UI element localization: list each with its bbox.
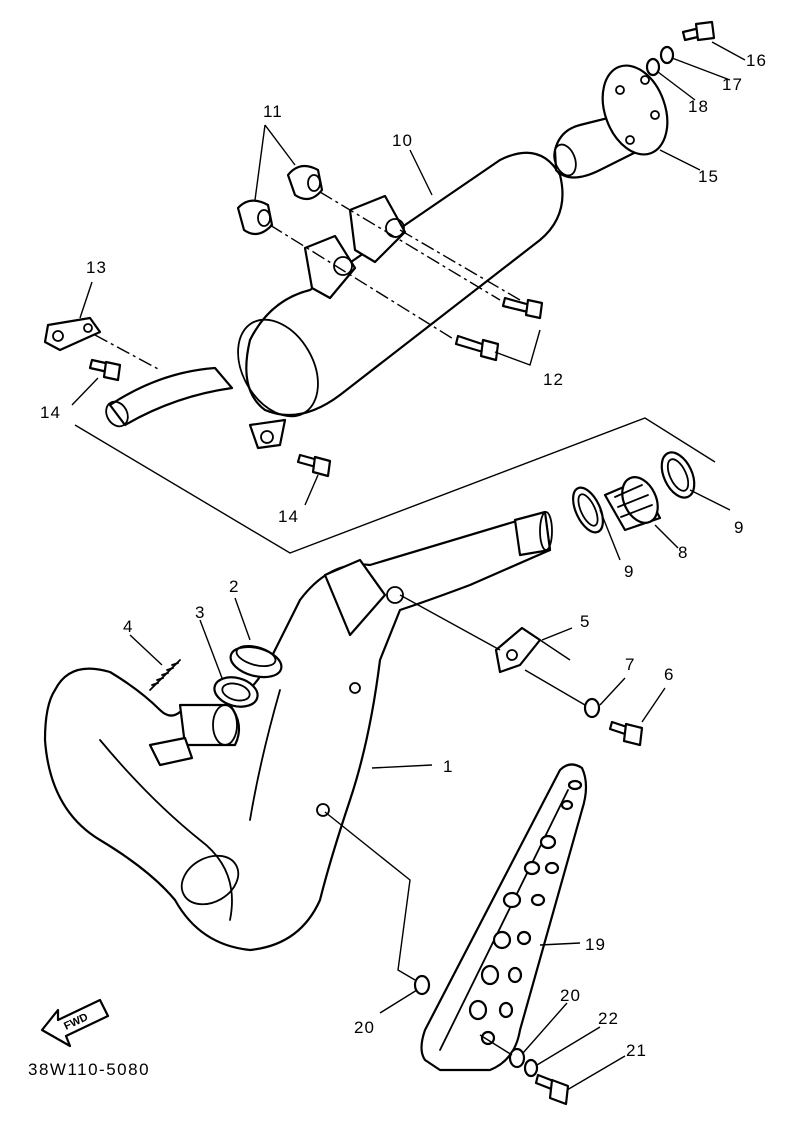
callout-leaders (71, 41, 746, 1091)
washer-7 (583, 697, 601, 719)
callout-labels: 1 2 3 4 5 6 7 8 9 9 10 11 12 13 14 14 15… (40, 51, 767, 1060)
gasket-3 (213, 676, 259, 708)
callout-3: 3 (195, 603, 205, 622)
expansion-chamber (43, 513, 552, 952)
gasket-2 (229, 644, 283, 679)
end-cap-flange (601, 64, 669, 156)
washer-22 (523, 1058, 539, 1078)
diagram-code: 38W110-5080 (28, 1060, 150, 1079)
fwd-arrow-icon: FWD (40, 998, 110, 1048)
silencer-lower-tab (248, 418, 287, 450)
callout-21: 21 (626, 1041, 647, 1060)
callout-18: 18 (688, 97, 709, 116)
bolt-14a (88, 358, 122, 382)
callout-7: 7 (625, 655, 635, 674)
washer-18 (645, 57, 661, 77)
bracket-13 (43, 316, 102, 352)
callout-8: 8 (678, 543, 688, 562)
callout-19: 19 (585, 935, 606, 954)
end-cap-15 (553, 64, 669, 179)
callout-14a: 14 (40, 403, 61, 422)
callout-13: 13 (86, 258, 107, 277)
callout-6: 6 (664, 665, 674, 684)
spring-4 (149, 659, 181, 691)
callout-17: 17 (722, 75, 743, 94)
callout-9a: 9 (624, 562, 634, 581)
pipe-inlet-flange (178, 703, 241, 747)
callout-1: 1 (443, 757, 453, 776)
clamp-9a (572, 486, 604, 534)
exhaust-pipe (43, 510, 553, 952)
callout-22: 22 (598, 1009, 619, 1028)
bolt-14b (296, 453, 332, 478)
callout-20b: 20 (560, 986, 581, 1005)
callout-12: 12 (543, 370, 564, 389)
silencer-assembly (105, 151, 564, 450)
callout-2: 2 (229, 577, 239, 596)
callout-9b: 9 (734, 518, 744, 537)
silencer-bracket-front (303, 234, 357, 300)
bolt-21 (534, 1073, 570, 1106)
bolt-12a (501, 296, 544, 320)
pipe-bracket (323, 558, 387, 637)
silencer-rear-cap (237, 318, 319, 418)
grommet-11a (286, 164, 324, 201)
callout-16: 16 (746, 51, 767, 70)
bolt-12b (454, 334, 500, 362)
bolt-6 (608, 720, 644, 747)
heat-guard-19 (420, 763, 588, 1072)
callout-15: 15 (698, 167, 719, 186)
grommet-11b (236, 199, 274, 236)
joint-8 (603, 476, 662, 532)
washer-20b (508, 1047, 526, 1069)
callout-4: 4 (123, 617, 133, 636)
silencer-bracket-rear (348, 194, 407, 264)
silencer-body (245, 151, 564, 417)
callout-10: 10 (392, 131, 413, 150)
washer-20a (413, 974, 431, 996)
clamp-9b (660, 451, 696, 499)
silencer-inlet-pipe (108, 366, 234, 427)
callout-20a: 20 (354, 1018, 375, 1037)
callout-5: 5 (580, 612, 590, 631)
bolt-16 (681, 20, 716, 42)
callout-14b: 14 (278, 507, 299, 526)
callout-11: 11 (263, 102, 283, 121)
washer-17 (659, 45, 675, 65)
bracket-5 (494, 626, 542, 674)
